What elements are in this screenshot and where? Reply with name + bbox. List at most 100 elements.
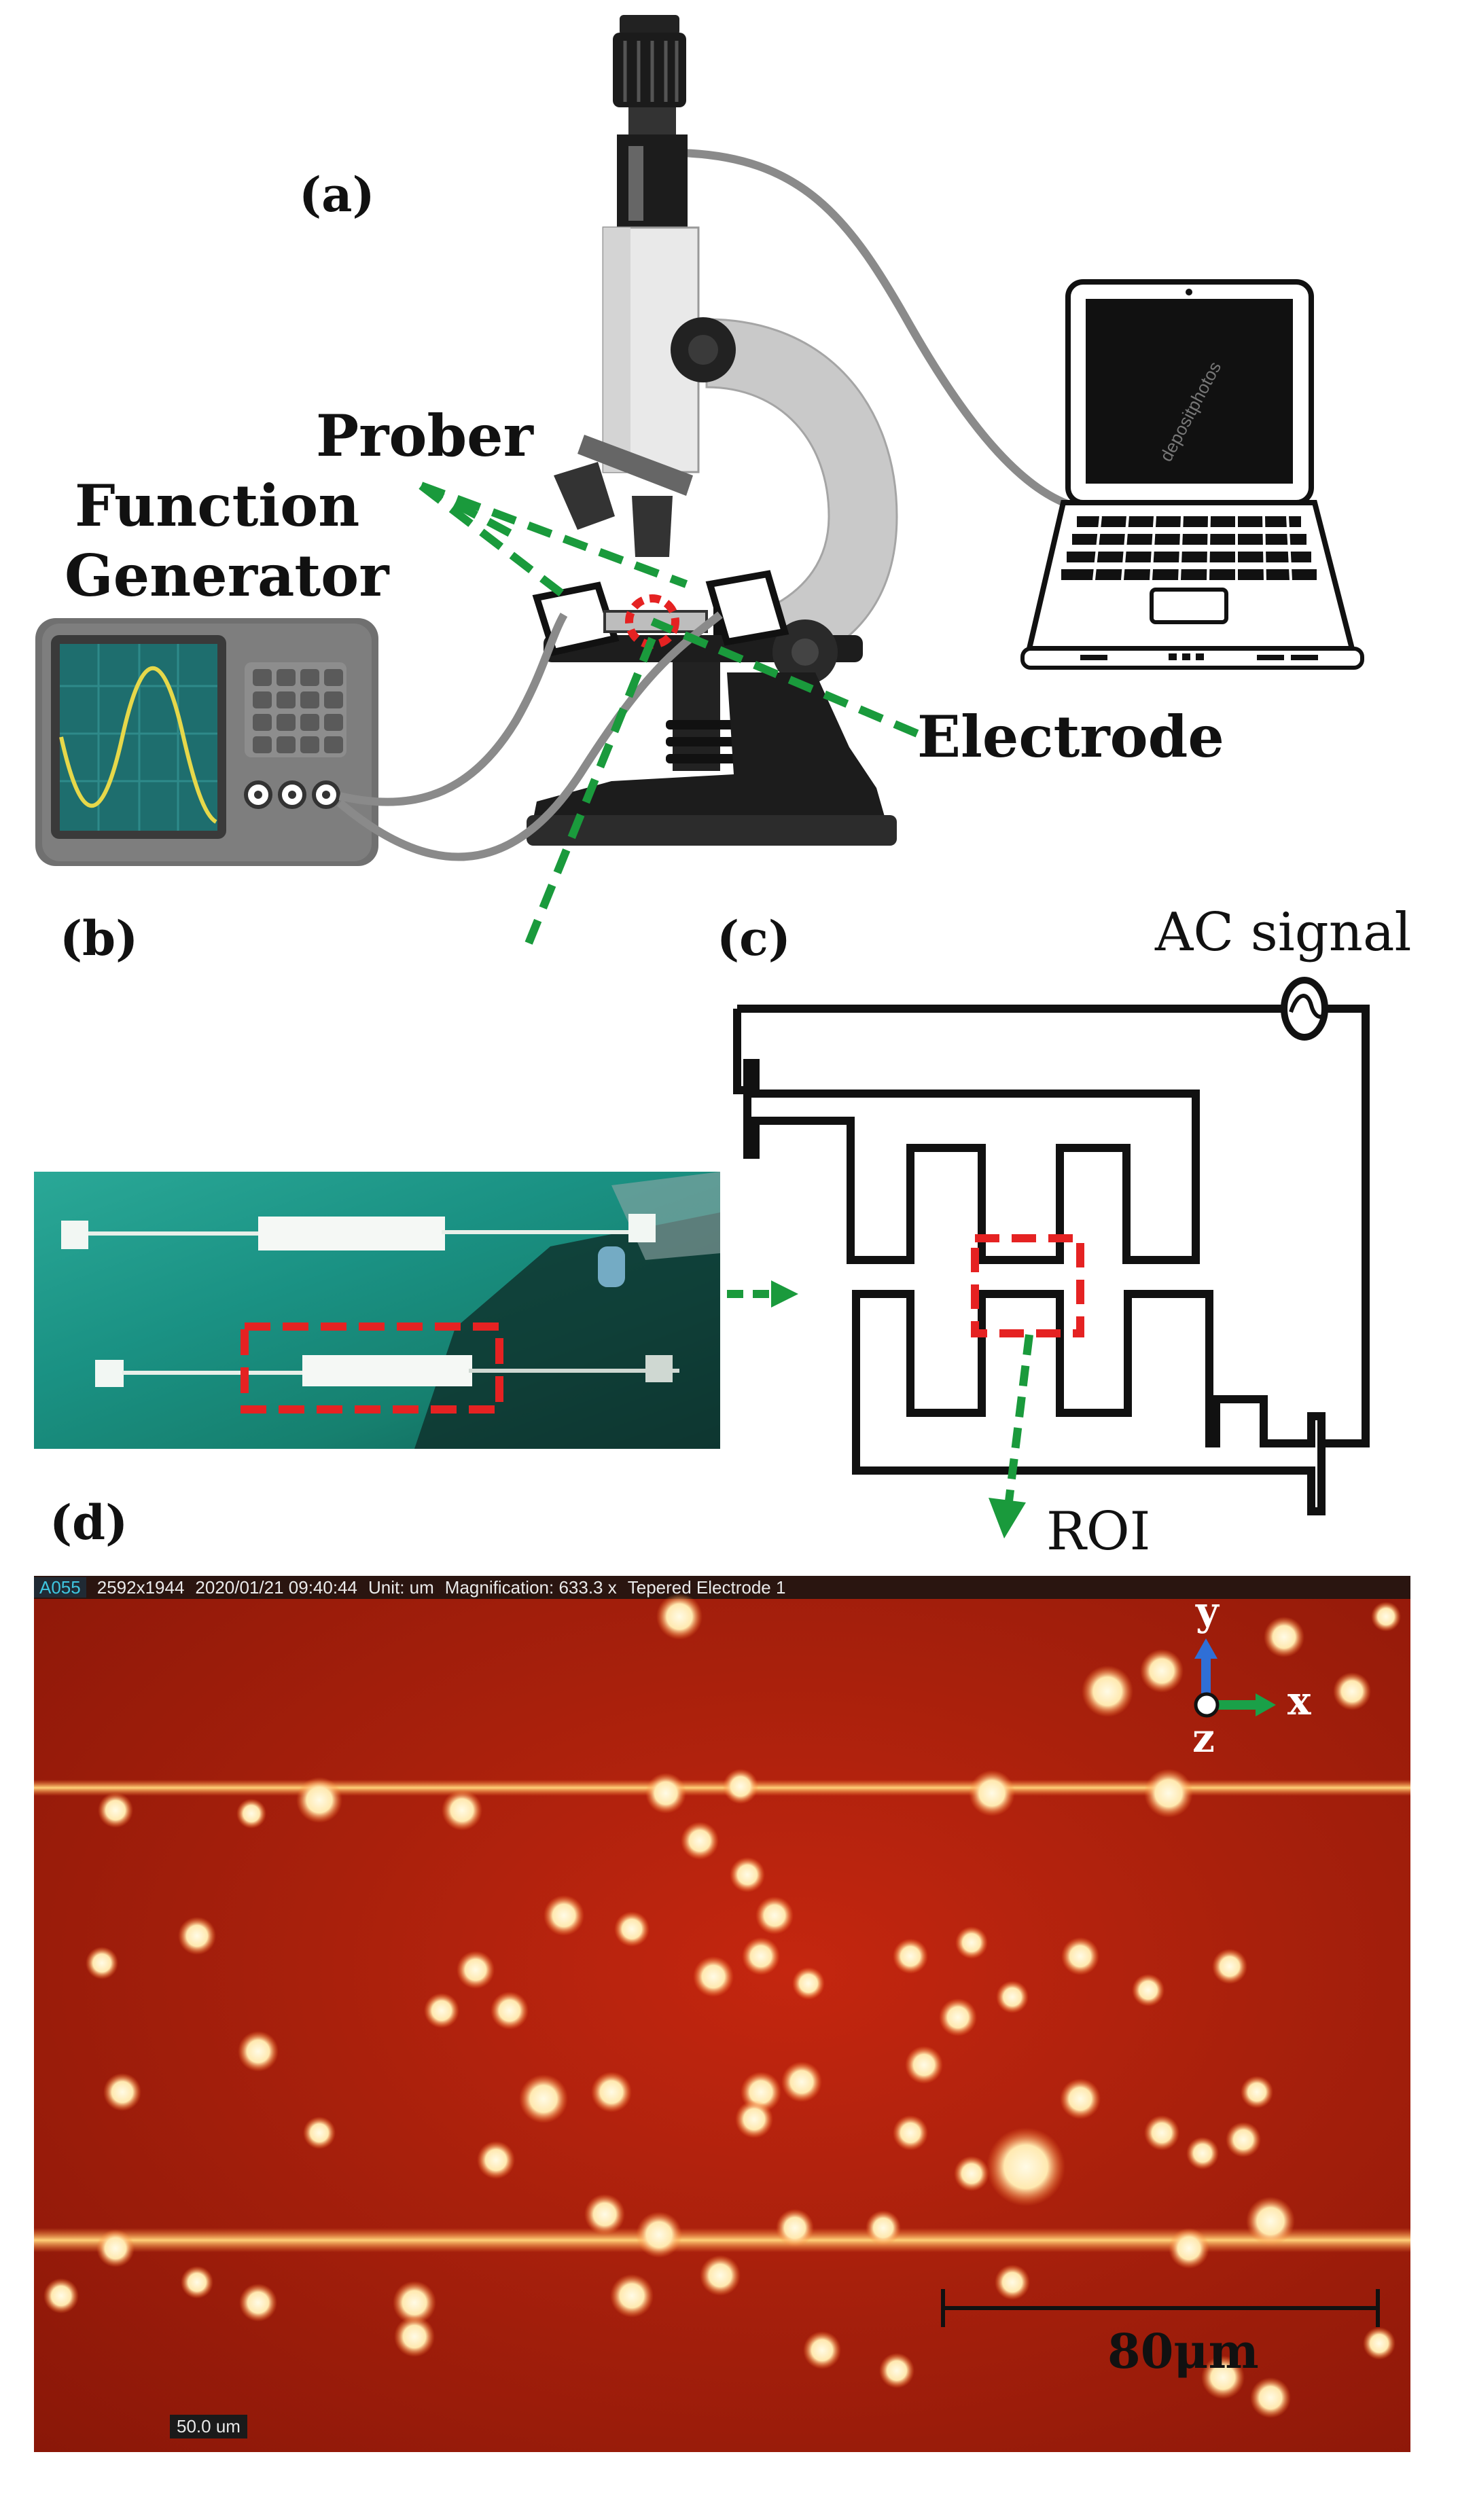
fluorescent-particle [866,2210,901,2246]
camera-unit: Unit: um [368,1577,434,1598]
fluorescent-particle [544,1895,584,1936]
fluorescent-particle [103,2073,141,2111]
fluorescent-particle [905,2046,943,2084]
electrode-label: Electrode [917,703,1224,770]
fluorescent-particle [1333,1672,1371,1710]
camera-scale-box: 50.0 um [170,2415,247,2438]
microscope [527,15,898,846]
fluorescent-particle [1250,2377,1291,2418]
setup-illustration: depositphotos [35,15,1364,951]
fluorescent-particle [614,1911,650,1947]
fluorescent-particle [442,1790,482,1831]
ac-signal-label: AC signal [1155,902,1412,963]
laptop-cable [679,149,1075,510]
chip-photo-drawing [61,1172,720,1449]
ac-source-symbol [1281,977,1328,1041]
fluorescent-particle [239,2284,277,2322]
fluorescent-particle [996,1981,1029,2013]
fluorescent-particle [955,1926,988,1959]
fluorescence-micrograph: A055 2592x1944 2020/01/21 09:40:44 Unit: um… [34,1576,1410,2452]
fluorescent-particle [954,2156,989,2191]
fluorescent-particle [424,1993,459,2028]
fluorescent-particle [1371,1602,1401,1632]
fluorescent-particle [879,2353,914,2388]
fluorescent-particle [986,2127,1065,2206]
scale-bar [941,2289,1380,2327]
function-generator-label-line2: Generator [65,542,389,609]
fluorescent-particle [1264,1617,1304,1657]
fluorescent-particle [1363,2327,1395,2360]
fluorescent-particle [610,2274,654,2318]
fluorescent-particle [591,2072,632,2112]
camera-image-title: Tepered Electrode 1 [627,1577,786,1598]
fluorescent-particle [1169,2228,1209,2269]
electrode-pointer [650,617,919,738]
fluorescent-particle [178,1917,216,1955]
fluorescent-particle [236,1799,266,1829]
fluorescent-particle [43,2278,79,2314]
fluorescent-particle [693,1956,734,1997]
fluorescent-particle [1060,2078,1101,2119]
chip-photo [34,1172,720,1449]
fluorescent-particle [656,1594,703,1640]
axis-x-label: x [1287,1678,1311,1724]
fluorescent-particle [893,2115,928,2150]
fluorescent-particle [1246,2197,1295,2246]
fluorescent-particle [457,1951,495,1989]
fluorescent-particle [584,2194,625,2235]
laptop [1020,279,1364,670]
fluorescent-particle [491,1992,529,2030]
camera-magnification: Magnification: 633.3 x [444,1577,617,1598]
fluorescent-particle [1082,1666,1133,1717]
fluorescent-particle [1061,1937,1099,1975]
fluorescent-particle [1132,1974,1164,2006]
chip-roi-box [241,1322,503,1414]
fluorescent-particle [781,2062,822,2102]
fluorescent-particle [1201,2356,1245,2399]
fluorescent-particle [98,1793,133,1828]
micrograph-drawing [34,1594,1410,2418]
camera-metadata-bar: A055 2592x1944 2020/01/21 09:40:44 Unit: um… [34,1576,1410,1599]
fluorescent-particle [939,1998,977,2036]
fluorescent-particle [776,2209,814,2247]
stage-to-chip-pointer [521,636,656,951]
axis-z-label: z [1192,1715,1215,1761]
fluorescent-particle [1212,1949,1247,1984]
axis-triad [1194,1638,1276,1718]
fluorescent-particle [1241,2076,1273,2108]
panel-label-c: (c) [717,910,791,967]
fluorescent-particle [1226,2122,1261,2157]
fluorescent-particle [1186,2137,1219,2170]
prober-pointer-mid [419,482,688,588]
scale-bar-label: 80μm [1107,2323,1259,2379]
fluorescent-particle [893,1939,928,1974]
fluorescent-particle [700,2255,741,2296]
fluorescent-particle [394,2316,435,2357]
fluorescent-particle [723,1769,758,1804]
roi-label: ROI [1046,1501,1151,1562]
panel-label-d: (d) [50,1494,128,1551]
fluorescent-particle [681,1822,719,1860]
prober-label: Prober [316,402,533,469]
fluorescent-particle [636,2212,682,2258]
fluorescent-particle [969,1770,1015,1816]
fluorescent-particle [519,2074,568,2123]
panel-label-b: (b) [60,910,139,967]
prober-pointer-left [419,482,570,601]
schematic-roi-box [971,1234,1084,1337]
fluorescent-particle [735,2100,773,2138]
camera-id-tag: A055 [34,1577,86,1598]
fluorescent-particle [645,1773,686,1814]
generator-cable-1 [338,613,568,806]
fluorescent-particle [238,2031,279,2072]
fluorescent-particle [792,1967,825,2000]
panel-label-a: (a) [299,166,375,223]
prober-pointer-right [419,482,518,541]
fluorescent-particle [1144,2115,1179,2150]
fluorescent-particle [755,1896,794,1934]
camera-resolution: 2592x1944 [96,1577,185,1598]
camera-timestamp: 2020/01/21 09:40:44 [195,1577,357,1598]
function-generator [35,618,378,866]
fluorescent-particle [181,2266,213,2299]
function-generator-label-line1: Function [75,472,360,539]
